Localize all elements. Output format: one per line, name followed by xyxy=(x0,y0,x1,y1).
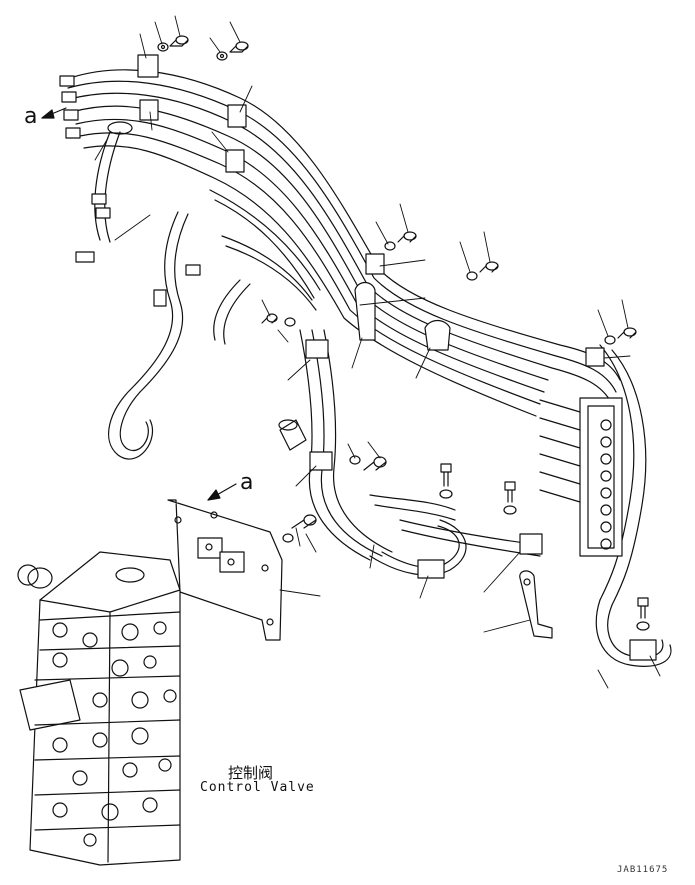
valve-port xyxy=(52,621,177,847)
washer-icon xyxy=(503,505,517,515)
hose-left-branch xyxy=(94,131,251,460)
fitting-row xyxy=(600,419,612,550)
valve-mounting-plate xyxy=(167,499,283,641)
bolt-icon xyxy=(363,456,387,471)
bolt-icon xyxy=(397,231,417,243)
hose-harness-upper xyxy=(65,69,621,417)
bolt-icon xyxy=(169,35,189,47)
control-valve-assembly xyxy=(17,551,181,866)
bolt-icon xyxy=(637,597,649,619)
distribution-block xyxy=(539,397,623,557)
hose-end-fittings xyxy=(59,75,201,307)
drawing-code: JAB11675 xyxy=(617,865,669,875)
bolt-icon xyxy=(440,463,452,487)
hose-center-branch xyxy=(299,329,541,576)
washer-icon xyxy=(466,271,478,281)
leader-lines xyxy=(94,15,661,689)
washer-icon xyxy=(636,621,650,631)
bolt-icon xyxy=(617,327,637,339)
view-marker-a-bottom: a xyxy=(240,470,254,495)
bolt-icon xyxy=(479,261,499,273)
bolt-icon xyxy=(291,514,317,529)
control-valve-label-cn: 控制阀 xyxy=(228,764,274,782)
washer-icon xyxy=(282,533,294,543)
washer-icon xyxy=(439,489,453,499)
hose-clamps xyxy=(137,54,657,661)
control-valve-label-en: Control Valve xyxy=(200,780,315,795)
washer-icon xyxy=(216,51,228,61)
washer-icon xyxy=(157,42,169,52)
view-marker-a-top: a xyxy=(24,104,38,129)
spacer-sleeve xyxy=(278,419,307,451)
washer-icon xyxy=(349,455,361,465)
bolt-icon xyxy=(229,41,249,53)
view-arrow-icon xyxy=(41,107,67,119)
washer-icon xyxy=(284,317,296,327)
bolts-and-washers xyxy=(157,35,650,631)
bolt-icon xyxy=(504,481,516,503)
washer-icon xyxy=(604,335,616,345)
washer-icon xyxy=(384,241,396,251)
bolt-icon xyxy=(261,313,278,324)
mounting-bracket-l xyxy=(519,570,553,639)
view-arrow-icon xyxy=(207,483,237,501)
hose-right-loop xyxy=(595,344,672,667)
